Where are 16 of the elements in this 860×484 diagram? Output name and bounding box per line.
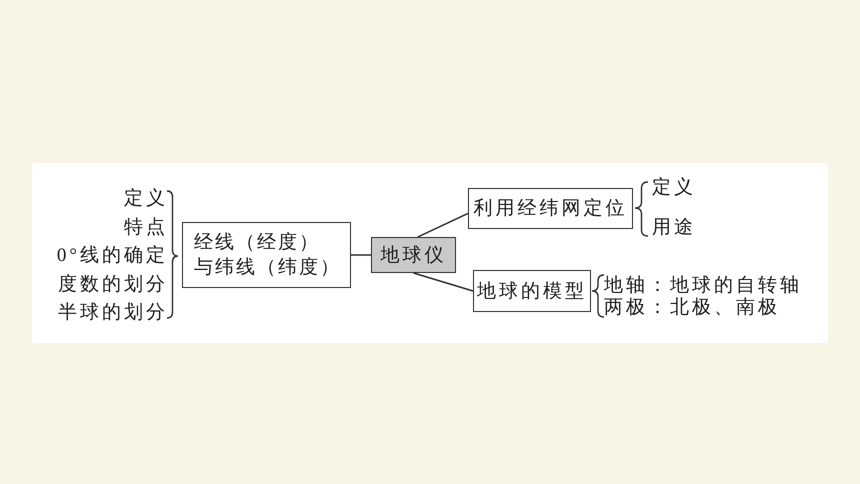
subtopic-text: 0°线的确定 <box>56 245 168 267</box>
subtopic-text: 定义 <box>652 177 696 199</box>
concept-box: 地球的模型 <box>473 270 591 312</box>
subtopic-text: 用途 <box>652 217 696 239</box>
connector-line <box>351 254 371 256</box>
topic-box: 地球仪 <box>371 237 456 273</box>
connector-line <box>417 212 468 238</box>
subtopic-text: 特点 <box>124 216 168 238</box>
connector-line <box>413 272 474 292</box>
concept-box: 利用经纬网定位 <box>468 188 633 229</box>
subtopic-text: 两极：北极、南极 <box>604 297 780 319</box>
subtopic-text: 度数的划分 <box>58 274 168 296</box>
subtopic-text: 地轴：地球的自转轴 <box>604 275 802 297</box>
subtopic-text: 半球的划分 <box>58 302 168 324</box>
subtopic-text: 定义 <box>124 188 168 210</box>
concept-box: 经线（经度）与纬线（纬度） <box>182 222 351 288</box>
